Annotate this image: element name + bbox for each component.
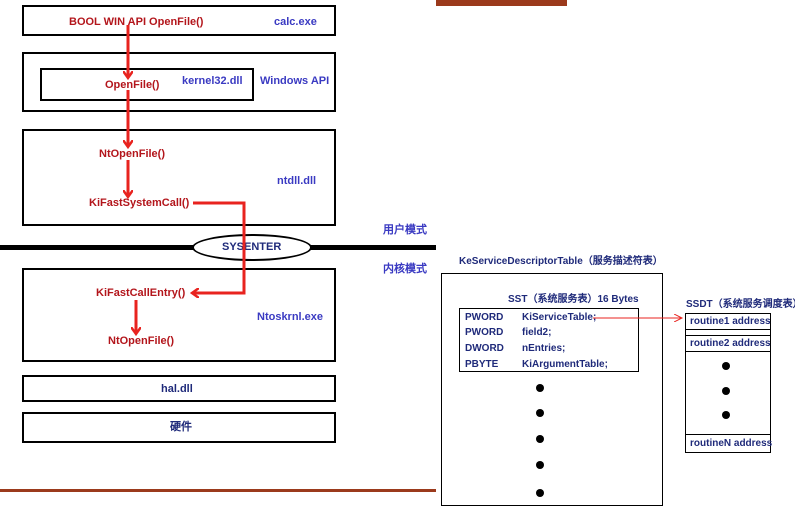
ssdt-row-2 <box>685 335 771 352</box>
sst-title: SST（系统服务表）16 Bytes <box>508 294 639 305</box>
sst-row-4-type: PBYTE <box>465 359 499 370</box>
sst-box <box>459 308 639 372</box>
kst-dot-2 <box>536 409 544 417</box>
ssdt-routine2-label: routine2 address <box>690 338 771 349</box>
sst-row-1-name: KiServiceTable; <box>522 312 597 323</box>
kernel32-box <box>40 68 254 101</box>
arrow-syscall-to-kernel <box>193 201 246 293</box>
ssdt-routine1-label: routine1 address <box>690 316 771 327</box>
hal-dll-box <box>22 375 336 402</box>
bottom-divider-line <box>0 489 436 492</box>
kernel-ntopenfile-label: NtOpenFile() <box>108 335 174 347</box>
ssdt-dot-1 <box>722 362 730 370</box>
kernel32-openfile-label: OpenFile() <box>105 79 160 91</box>
kst-dot-4 <box>536 461 544 469</box>
ntdll-box <box>22 129 336 226</box>
kernel32-dll-label: kernel32.dll <box>182 75 243 87</box>
windows-api-label: Windows API <box>260 75 330 87</box>
ssdt-row-n <box>685 434 771 453</box>
ssdt-dot-2 <box>722 387 730 395</box>
kifastsystemcall-label: KiFastSystemCall() <box>89 197 190 209</box>
sst-row-2-name: field2; <box>522 327 552 338</box>
openfile-api-label: BOOL WIN API OpenFile() <box>69 16 204 28</box>
ssdt-routinen-label: routineN address <box>690 438 773 449</box>
sst-row-4-name: KiArgumentTable; <box>522 359 608 370</box>
sst-row-3-name: nEntries; <box>522 343 566 354</box>
hardware-label: 硬件 <box>170 421 192 433</box>
kst-title: KeServiceDescriptorTable（服务描述符表） <box>459 256 663 267</box>
kst-dot-5 <box>536 489 544 497</box>
ntdll-dll-label: ntdll.dll <box>277 175 317 187</box>
ssdt-dot-3 <box>722 411 730 419</box>
calc-exe-label: calc.exe <box>274 16 317 28</box>
ssdt-title: SSDT（系统服务调度表） <box>686 299 795 310</box>
kifastcallentry-label: KiFastCallEntry() <box>96 287 186 299</box>
kernel-mode-label: 内核模式 <box>383 263 427 275</box>
sysenter-label: SYSENTER <box>222 241 282 253</box>
ntoskrnl-box <box>22 268 336 362</box>
kst-dot-1 <box>536 384 544 392</box>
user-mode-label: 用户模式 <box>383 224 427 236</box>
sst-row-2-type: PWORD <box>465 327 504 338</box>
hal-dll-label: hal.dll <box>161 383 193 395</box>
hardware-box <box>22 412 336 443</box>
sysenter-ellipse <box>192 234 312 261</box>
ntdll-ntopenfile-label: NtOpenFile() <box>99 148 165 160</box>
kst-dot-3 <box>536 435 544 443</box>
top-accent-bar <box>436 0 567 6</box>
ntoskrnl-exe-label: Ntoskrnl.exe <box>257 311 324 323</box>
sst-row-3-type: DWORD <box>465 343 504 354</box>
calc-exe-box <box>22 5 336 36</box>
sst-row-1-type: PWORD <box>465 312 504 323</box>
ssdt-row-1 <box>685 313 771 330</box>
